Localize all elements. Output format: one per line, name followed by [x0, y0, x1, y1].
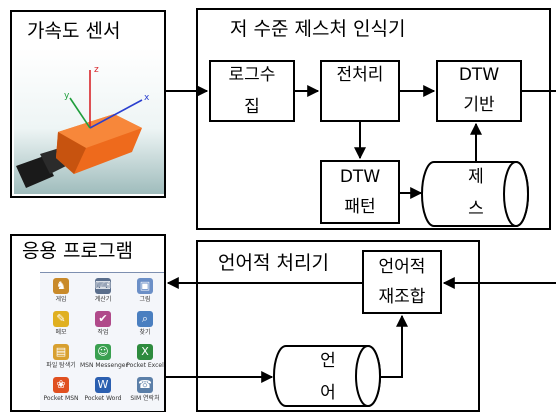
app-icon-caption: Pocket Word: [84, 395, 122, 402]
app-icon-caption: Pocket Excel: [126, 362, 164, 369]
recombine-box: [362, 250, 442, 314]
preprocess-box: [320, 60, 400, 122]
app-icon-item[interactable]: ☎ SIM 연락처: [122, 377, 168, 402]
language-processor-label: 언어적 처리기: [218, 252, 329, 274]
contacts-icon: ☎: [137, 377, 153, 393]
app-icon-caption: Pocket MSN: [43, 395, 79, 402]
application-label: 응용 프로그램: [22, 240, 133, 262]
app-icon-item[interactable]: ✎ 메모: [38, 311, 84, 336]
app-icon-caption: 그림: [139, 296, 151, 303]
app-icon-grid: ♞ 게임 ⌨ 계산기 ▣ 그림 ✎ 메모 ✔ 작업 ⌕ 찾기 ▤ 파일 탐색기 ☺ MSN Messenger…: [38, 278, 176, 412]
recognizer-label: 저 수준 제스처 인식기: [230, 18, 406, 40]
gesture-db-cylinder: [421, 161, 529, 227]
log-collect-box: [209, 60, 295, 122]
recombine-line1: 언어적: [378, 257, 426, 277]
excel-icon: X: [137, 344, 153, 360]
app-icon-caption: 메모: [55, 329, 67, 336]
language-db-line2: 어: [320, 383, 336, 403]
app-icon-item[interactable]: ❀ Pocket MSN: [38, 377, 84, 402]
tasks-icon: ✔: [95, 311, 111, 327]
msn-icon: ❀: [53, 377, 69, 393]
app-icon-caption: 파일 탐색기: [46, 362, 76, 369]
app-icon-item[interactable]: ✔ 작업: [80, 311, 126, 336]
dtw-based-line1: DTW: [458, 65, 500, 85]
preprocess-label: 전처리: [336, 65, 384, 85]
calculator-icon: ⌨: [95, 278, 111, 294]
notes-icon: ✎: [53, 311, 69, 327]
axis-z-label: z: [94, 65, 99, 75]
arrow-langdb-to-recombine: [380, 314, 408, 378]
app-icon-item[interactable]: ☺ MSN Messenger: [80, 344, 128, 369]
app-icon-caption: MSN Messenger: [80, 362, 128, 369]
recombine-line2: 재조합: [378, 287, 426, 307]
dtw-based-box: [436, 60, 522, 122]
dtw-pattern-box: [320, 160, 400, 224]
app-icon-item[interactable]: ⌕ 찾기: [122, 311, 168, 336]
dtw-pattern-line2: 패턴: [344, 197, 376, 217]
app-icon-caption: 작업: [97, 329, 109, 336]
axis-x-label: x: [144, 93, 150, 103]
axis-y-label: y: [64, 91, 70, 101]
picture-icon: ▣: [137, 278, 153, 294]
app-icon-item[interactable]: ♞ 게임: [38, 278, 84, 303]
game-icon: ♞: [53, 278, 69, 294]
search-icon: ⌕: [137, 311, 153, 327]
app-icon-item[interactable]: ⌨ 계산기: [80, 278, 126, 303]
gesture-db-line1: 제: [468, 167, 484, 187]
app-icon-caption: 찾기: [139, 329, 151, 336]
dtw-pattern-line1: DTW: [339, 167, 381, 187]
app-icon-caption: SIM 연락처: [130, 395, 160, 402]
app-icon-caption: 게임: [55, 296, 67, 303]
log-collect-line1: 로그수: [228, 65, 276, 85]
app-icon-item[interactable]: ▤ 파일 탐색기: [38, 344, 84, 369]
language-db-line1: 언: [320, 351, 336, 371]
sensor-label: 가속도 센서: [27, 20, 121, 42]
dtw-based-line2: 기반: [463, 95, 495, 115]
gesture-db-line2: 스: [468, 199, 484, 219]
log-collect-line2: 집: [244, 97, 260, 117]
app-icon-caption: 계산기: [94, 296, 112, 303]
folder-icon: ▤: [53, 344, 69, 360]
messenger-icon: ☺: [95, 344, 111, 360]
app-icon-item[interactable]: ▣ 그림: [122, 278, 168, 303]
app-icon-item[interactable]: X Pocket Excel: [122, 344, 168, 369]
word-icon: W: [95, 377, 111, 393]
app-icon-item[interactable]: W Pocket Word: [80, 377, 126, 402]
accelerometer-image: z x y: [14, 48, 164, 194]
